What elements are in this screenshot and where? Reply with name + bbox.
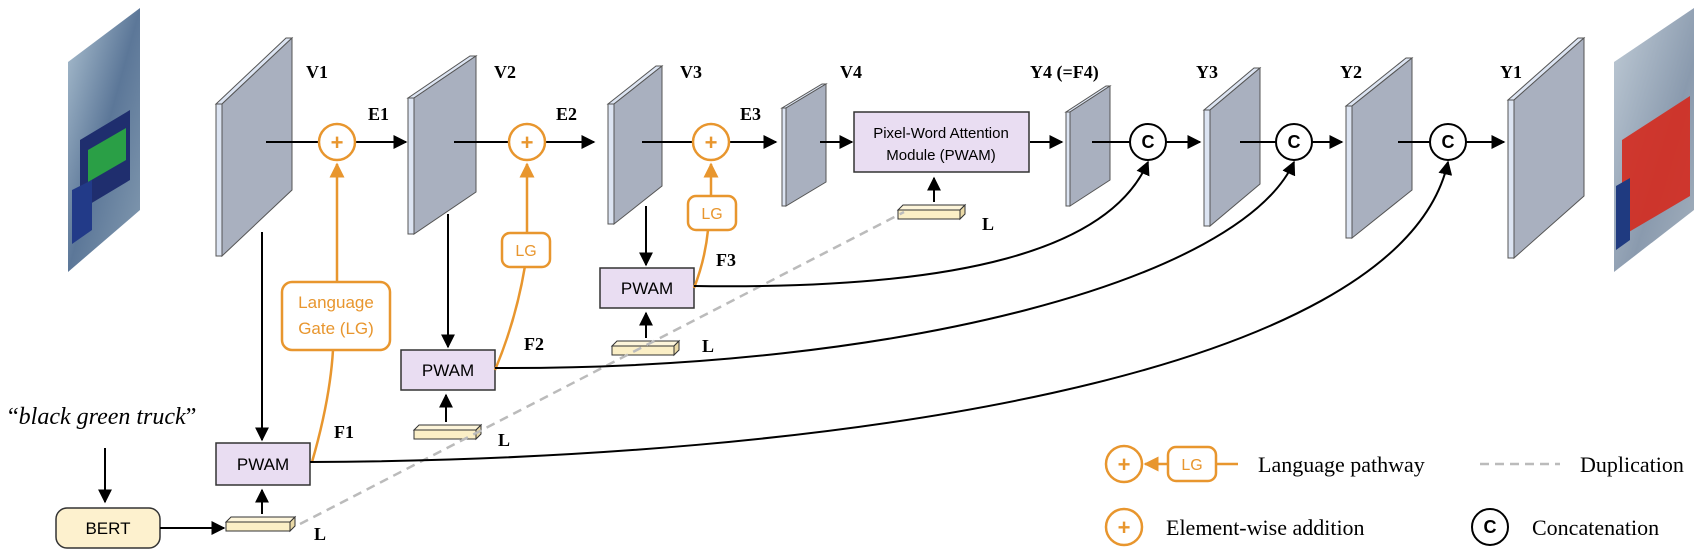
svg-text:C: C bbox=[1288, 132, 1301, 152]
concat-circle-1: C bbox=[1129, 123, 1167, 161]
label-v2: V2 bbox=[494, 62, 516, 82]
label-f1: F1 bbox=[334, 422, 354, 442]
svg-text:LG: LG bbox=[1181, 457, 1202, 474]
query-text: “black green truck” bbox=[8, 404, 196, 430]
label-e1: E1 bbox=[368, 104, 389, 124]
token-l-1: L bbox=[224, 515, 326, 544]
add-circle-3: + bbox=[691, 122, 731, 162]
feature-map-v3 bbox=[606, 64, 664, 226]
label-y1: Y1 bbox=[1500, 62, 1522, 82]
svg-text:Element-wise addition: Element-wise addition bbox=[1166, 515, 1365, 540]
language-pathway-3: LG bbox=[686, 162, 738, 289]
label-f3: F3 bbox=[716, 250, 736, 270]
svg-text:L: L bbox=[498, 430, 510, 450]
input-image bbox=[68, 8, 140, 272]
pwam-box-2: PWAM bbox=[400, 349, 496, 391]
bert-box: BERT bbox=[55, 507, 161, 549]
svg-text:L: L bbox=[702, 336, 714, 356]
svg-text:C: C bbox=[1142, 132, 1155, 152]
label-v3: V3 bbox=[680, 62, 702, 82]
svg-text:+: + bbox=[1118, 452, 1131, 477]
label-e3: E3 bbox=[740, 104, 761, 124]
legend-element-wise-addition: + Element-wise addition bbox=[1104, 507, 1365, 547]
svg-text:Language pathway: Language pathway bbox=[1258, 452, 1425, 477]
svg-text:+: + bbox=[331, 130, 344, 155]
feature-map-v4 bbox=[780, 83, 828, 207]
label-y4: Y4 (=F4) bbox=[1030, 62, 1099, 83]
svg-text:LG: LG bbox=[515, 243, 536, 260]
legend-concatenation: C Concatenation bbox=[1471, 508, 1659, 546]
duplication-line bbox=[299, 210, 905, 526]
vision-to-pwam-arrows bbox=[255, 206, 653, 442]
svg-text:Gate (LG): Gate (LG) bbox=[298, 319, 374, 338]
svg-text:+: + bbox=[705, 130, 718, 155]
svg-text:PWAM: PWAM bbox=[621, 279, 673, 298]
svg-text:LG: LG bbox=[701, 206, 722, 223]
skip-connections bbox=[309, 160, 1453, 463]
label-y3: Y3 bbox=[1196, 62, 1218, 82]
svg-text:L: L bbox=[982, 214, 994, 234]
add-circle-1: + bbox=[317, 122, 357, 162]
token-to-pwam-arrows bbox=[255, 176, 941, 514]
feature-map-v1 bbox=[214, 36, 294, 258]
feature-map-y3 bbox=[1202, 66, 1262, 228]
label-v1: V1 bbox=[306, 62, 328, 82]
legend-duplication: Duplication bbox=[1480, 452, 1684, 477]
svg-text:BERT: BERT bbox=[85, 519, 130, 538]
pwam-box-1: PWAM bbox=[215, 442, 311, 486]
svg-text:+: + bbox=[521, 130, 534, 155]
token-l-3: L bbox=[610, 336, 714, 357]
svg-text:C: C bbox=[1484, 517, 1497, 537]
svg-text:C: C bbox=[1442, 132, 1455, 152]
label-f2: F2 bbox=[524, 334, 544, 354]
legend: + LG Language pathway Duplication + Elem… bbox=[1104, 444, 1684, 547]
language-pathway-1: Language Gate (LG) bbox=[280, 162, 392, 463]
legend-language-pathway: + LG Language pathway bbox=[1104, 444, 1425, 484]
feature-map-y2 bbox=[1344, 56, 1414, 240]
svg-text:Pixel-Word Attention: Pixel-Word Attention bbox=[873, 125, 1009, 142]
svg-text:Duplication: Duplication bbox=[1580, 452, 1684, 477]
token-l-4: L bbox=[896, 203, 994, 234]
svg-text:Module (PWAM): Module (PWAM) bbox=[886, 147, 995, 164]
label-e2: E2 bbox=[556, 104, 577, 124]
label-y2: Y2 bbox=[1340, 62, 1362, 82]
add-circle-2: + bbox=[507, 122, 547, 162]
token-l-2: L bbox=[412, 423, 510, 450]
concat-circle-2: C bbox=[1275, 123, 1313, 161]
label-v4: V4 bbox=[840, 62, 862, 82]
svg-text:L: L bbox=[314, 524, 326, 544]
feature-map-v2 bbox=[406, 55, 478, 235]
language-pathway-2: LG bbox=[493, 162, 552, 371]
svg-text:Concatenation: Concatenation bbox=[1532, 515, 1659, 540]
svg-text:Language: Language bbox=[298, 293, 374, 312]
pwam-box-3: PWAM bbox=[599, 267, 695, 309]
svg-text:PWAM: PWAM bbox=[237, 455, 289, 474]
feature-map-y1 bbox=[1506, 36, 1586, 260]
feature-map-y4 bbox=[1064, 85, 1112, 207]
pwam-module-box: Pixel-Word Attention Module (PWAM) bbox=[853, 111, 1030, 173]
concat-circle-3: C bbox=[1429, 123, 1467, 161]
svg-text:PWAM: PWAM bbox=[422, 361, 474, 380]
svg-text:+: + bbox=[1118, 515, 1131, 540]
output-image bbox=[1614, 8, 1694, 272]
